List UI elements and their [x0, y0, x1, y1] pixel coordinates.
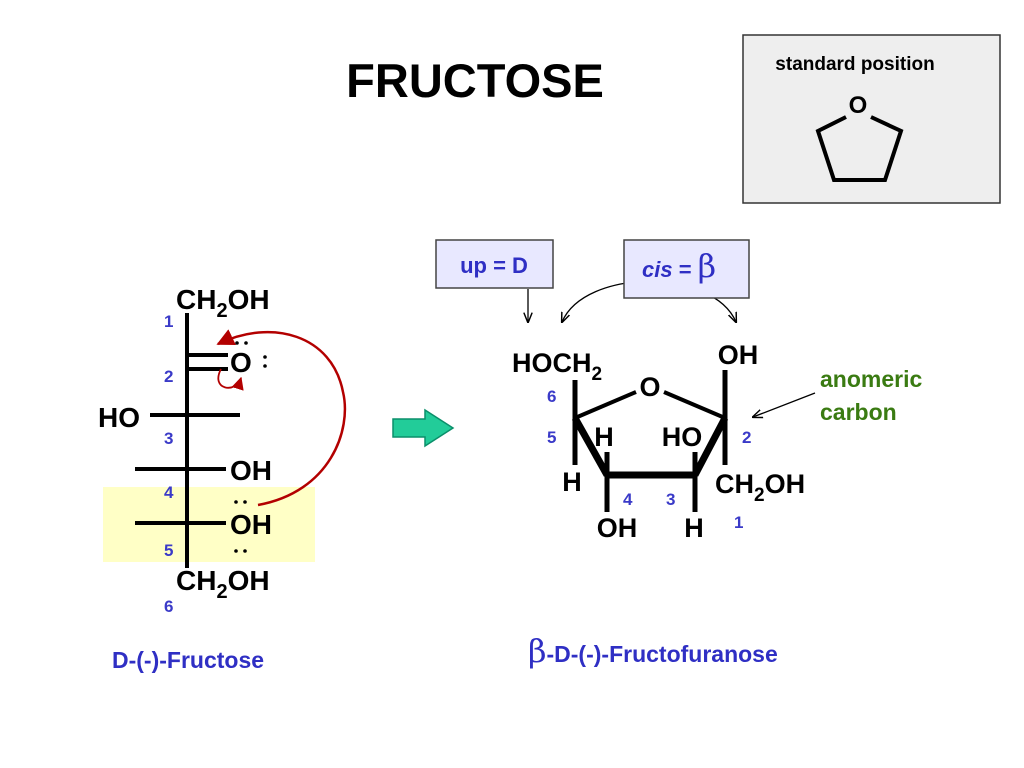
c3-up-hydroxyl: HO — [662, 422, 703, 452]
c6-ch: CH — [176, 565, 216, 596]
standard-position-label: standard position — [775, 54, 934, 75]
up-d-box — [435, 239, 554, 289]
fischer-compound-name: D-(-)-Fructose — [112, 647, 264, 673]
haworth-number-1: 1 — [734, 513, 743, 532]
lone-pair-dot — [244, 341, 248, 345]
fischer-c1-group: CH2OH — [176, 284, 270, 322]
up-d-callout: up = D — [435, 239, 554, 322]
c1-oh: OH — [765, 469, 806, 499]
cis-beta-callout: cis = β — [623, 239, 750, 299]
c6-subscript: 2 — [216, 581, 227, 603]
c5-hydroxyl: OH — [230, 509, 272, 540]
lone-pair-dot — [243, 549, 247, 553]
nucleophilic-attack-arrow — [216, 329, 347, 507]
name-rest: -D-(-)-Fructofuranose — [547, 641, 778, 667]
fischer-c6-group: CH2OH — [176, 565, 270, 603]
fischer-number-6: 6 — [164, 597, 173, 616]
beta-symbol: β — [698, 247, 717, 285]
beta-prefix: β — [528, 632, 547, 670]
ring-bond-c3-c2 — [691, 416, 729, 477]
haworth-number-2: 2 — [742, 428, 751, 447]
c4-up-hydrogen: H — [594, 422, 614, 452]
c1-subscript: 2 — [754, 485, 765, 506]
haworth-ring-oxygen: O — [639, 372, 660, 402]
fischer-number-2: 2 — [164, 367, 173, 386]
carbonyl-oxygen: O — [230, 347, 252, 378]
haworth-number-3: 3 — [666, 490, 675, 509]
c1-oh: OH — [228, 284, 270, 315]
c6-oh: OH — [228, 565, 270, 596]
haworth-number-5: 5 — [547, 428, 556, 447]
c4-down-hydroxyl: OH — [597, 513, 638, 543]
fischer-projection: CH2OH 1 O 2 HO 3 OH 4 OH 5 CH2OH 6 D-(-) — [98, 284, 347, 673]
fischer-number-5: 5 — [164, 541, 173, 560]
c4-hydroxyl: OH — [230, 455, 272, 486]
c5-down-hydrogen: H — [562, 467, 582, 497]
c3-hydroxyl: HO — [98, 402, 140, 433]
cis-equals: = — [673, 257, 698, 282]
haworth-number-4: 4 — [623, 490, 633, 509]
haworth-number-6: 6 — [547, 387, 556, 406]
fischer-number-3: 3 — [164, 429, 173, 448]
anomeric-label-line1: anomeric — [820, 366, 922, 392]
c3-down-hydrogen: H — [684, 513, 704, 543]
standard-ring-oxygen: O — [849, 92, 868, 119]
haworth-c1-group: CH2OH — [715, 469, 805, 506]
standard-position-box: standard position O — [742, 34, 1001, 204]
c6-subscript: 2 — [592, 364, 603, 385]
ring-bond-o-c2 — [663, 390, 726, 420]
anomeric-pointer — [753, 392, 816, 417]
hoch-label: HOCH — [512, 348, 592, 378]
lone-pair-dot — [243, 500, 247, 504]
haworth-compound-name: β-D-(-)-Fructofuranose — [528, 632, 778, 670]
ring-bond-c5-c4 — [571, 416, 611, 477]
lone-pair-dot — [263, 355, 267, 359]
reaction-arrow — [392, 408, 455, 448]
cis-beta-box — [623, 239, 750, 299]
up-d-label: up = D — [460, 253, 528, 278]
c1-ch: CH — [715, 469, 754, 499]
cis-beta-label: cis = β — [642, 247, 716, 285]
lone-pair-dot — [234, 500, 238, 504]
lone-pair-dot — [234, 549, 238, 553]
standard-furanose-ring — [815, 115, 904, 182]
haworth-projection: HOCH2 6 5 OH O H HO 2 H CH2OH 4 3 OH H 1… — [512, 340, 922, 670]
lone-pair-dot — [235, 341, 239, 345]
fischer-number-4: 4 — [164, 483, 174, 502]
c1-subscript: 2 — [216, 300, 227, 322]
electron-shift-arrow — [217, 368, 244, 391]
ring-bond-c5-o — [574, 390, 637, 420]
anomeric-hydroxyl: OH — [718, 340, 759, 370]
cis-word: cis — [642, 257, 673, 282]
fischer-number-1: 1 — [164, 312, 173, 331]
anomeric-label-line2: carbon — [820, 399, 897, 425]
haworth-c6-group: HOCH2 — [512, 348, 602, 385]
c1-ch: CH — [176, 284, 216, 315]
lone-pair-dot — [263, 364, 267, 368]
page-title: FRUCTOSE — [346, 54, 604, 107]
